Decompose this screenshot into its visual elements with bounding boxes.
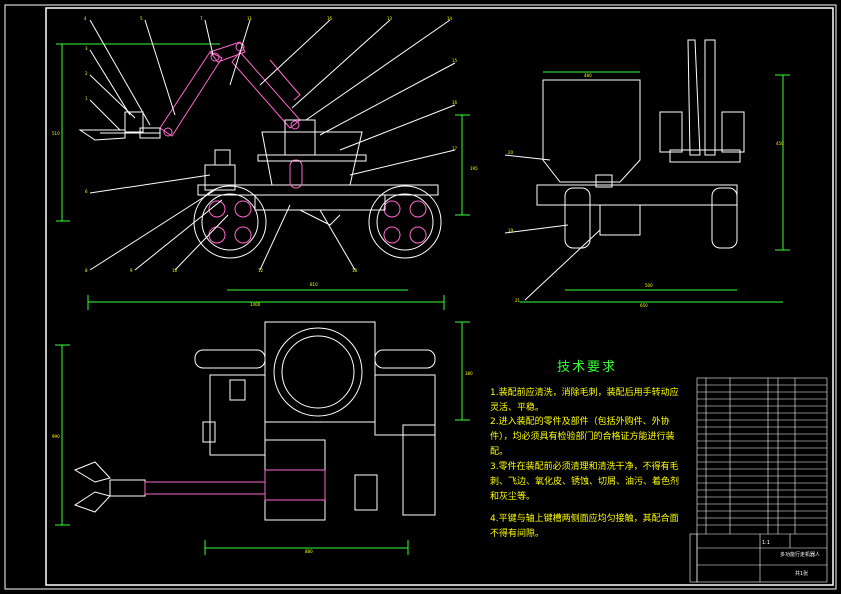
requirement-3: 3.零件在装配前必须清理和清洗干净，不得有毛刺、飞边、氧化皮、锈蚀、切屑、油污、… <box>490 462 680 502</box>
svg-text:17: 17 <box>452 146 458 151</box>
svg-text:1: 1 <box>85 96 88 101</box>
svg-text:13: 13 <box>387 16 393 21</box>
svg-text:12: 12 <box>258 268 264 273</box>
svg-text:380: 380 <box>465 371 473 376</box>
svg-text:18: 18 <box>352 268 358 273</box>
title-block <box>689 377 828 583</box>
sheet-border <box>4 4 837 590</box>
svg-text:1400: 1400 <box>250 302 261 307</box>
svg-text:500: 500 <box>645 283 653 288</box>
svg-text:5: 5 <box>140 16 143 21</box>
svg-text:4: 4 <box>84 16 87 21</box>
svg-text:14: 14 <box>447 16 453 21</box>
requirement-1: 1.装配前应清洗，消除毛刺，装配后用手转动应灵活、平稳。 <box>490 388 679 413</box>
requirement-2: 2.进入装配的零件及部件（包括外购件、外协件），均必须具有检验部门的合格证方能进… <box>490 417 675 457</box>
svg-text:8: 8 <box>85 268 88 273</box>
svg-text:6: 6 <box>85 189 88 194</box>
svg-text:450: 450 <box>776 141 784 146</box>
title-block-name: 多功能行走机器人 <box>780 551 820 558</box>
svg-text:20: 20 <box>508 150 514 155</box>
svg-text:2: 2 <box>85 71 88 76</box>
svg-text:9: 9 <box>130 268 133 273</box>
side-view: 480 500 650 450 20 19 21 <box>504 39 790 308</box>
title-block-sheet: 共1张 <box>795 570 808 577</box>
svg-text:16: 16 <box>452 100 458 105</box>
svg-text:990: 990 <box>52 434 60 439</box>
svg-text:480: 480 <box>584 73 592 78</box>
frame-border <box>45 7 834 586</box>
requirements-title: 技术要求 <box>557 360 618 375</box>
svg-text:15: 15 <box>452 58 458 63</box>
svg-text:11: 11 <box>247 16 253 21</box>
svg-text:3: 3 <box>85 46 88 51</box>
svg-text:650: 650 <box>640 303 648 308</box>
title-block-scale: 1:1 <box>762 540 770 546</box>
svg-text:195: 195 <box>470 166 478 171</box>
svg-text:21: 21 <box>515 298 521 303</box>
svg-text:810: 810 <box>310 282 318 287</box>
svg-text:880: 880 <box>305 549 313 554</box>
requirement-4: 4.平键与轴上键槽两侧面应均匀接触，其配合面不得有间隙。 <box>490 514 679 539</box>
svg-text:10: 10 <box>172 268 178 273</box>
top-view: 880 990 380 <box>52 321 473 555</box>
svg-text:510: 510 <box>52 131 60 136</box>
svg-text:19: 19 <box>508 228 514 233</box>
svg-text:16: 16 <box>327 16 333 21</box>
svg-text:7: 7 <box>200 16 203 21</box>
